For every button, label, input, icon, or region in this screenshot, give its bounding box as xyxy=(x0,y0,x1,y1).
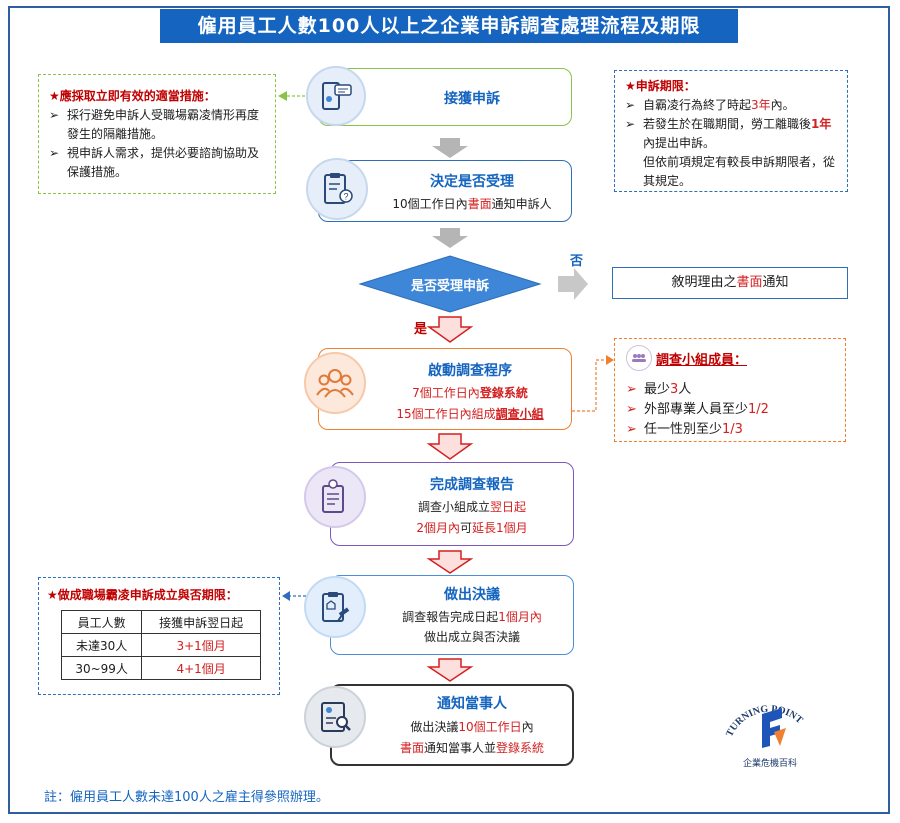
outer-frame xyxy=(8,6,890,814)
panel-members-box xyxy=(614,338,846,442)
group-icon xyxy=(304,352,366,414)
panel-members-list: ➢最少3人 ➢外部專業人員至少1/2 ➢任一性別至少1/3 xyxy=(626,382,769,437)
step-receive-title: 接獲申訴 xyxy=(444,91,500,107)
phone-chat-icon xyxy=(306,66,366,126)
svg-text:?: ? xyxy=(344,192,349,202)
arrow-start-to-report xyxy=(426,433,474,460)
reject-notice-box: 敘明理由之書面通知 xyxy=(612,267,848,299)
left-note-item: ➢視申訴人需求，提供必要諮詢協助及保護措施。 xyxy=(49,146,260,179)
right-note-box: ★申訴期限： ➢自霸凌行為終了時起3年內。 ➢若發生於在職期間，勞工離職後1年內… xyxy=(614,70,848,192)
step-notify-line1: 做出決議10個工作日內 xyxy=(410,720,534,734)
page-title: 僱用員工人數100人以上之企業申訴調查處理流程及期限 xyxy=(160,9,738,43)
step-resolve-box xyxy=(330,575,574,655)
step-notify-title: 通知當事人 xyxy=(437,696,507,712)
clipboard-gavel-icon xyxy=(304,576,366,638)
arrow-report-to-resolve xyxy=(426,550,474,574)
left-note-list: ➢採行避免申訴人受職場霸凌情形再度發生的隔離措施。 ➢視申訴人需求，提供必要諮詢… xyxy=(49,106,265,182)
decision-diamond xyxy=(358,255,542,313)
footnote: 註：僱用員工人數未達100人之雇主得參照辦理。 xyxy=(44,790,329,805)
clipboard-question-icon: ? xyxy=(306,158,368,220)
deadline-table-head: ★做成職場霸凌申訴成立與否期限： xyxy=(47,588,238,602)
people-small-icon xyxy=(626,345,652,371)
step-notify-box xyxy=(330,684,574,766)
step-resolve-line2: 做出成立與否決議 xyxy=(423,630,520,644)
decision-no-label: 否 xyxy=(570,254,584,269)
step-start-title: 啟動調查程序 xyxy=(428,363,512,379)
left-note-head: ★應採取立即有效的適當措施： xyxy=(49,89,216,103)
decision-yes-label: 是 xyxy=(414,322,428,337)
decision-label: 是否受理申訴 xyxy=(410,279,489,294)
person-search-icon xyxy=(304,686,366,748)
right-note-list: ➢自霸凌行為終了時起3年內。 ➢若發生於在職期間，勞工離職後1年內提出申訴。 xyxy=(625,98,832,150)
turning-point-logo: TURNING POINT 企業危機百科 xyxy=(720,686,820,772)
right-note-tail: 但依前項規定有較長申訴期限者，從其規定。 xyxy=(643,155,836,188)
arrow-receive-to-decide xyxy=(432,138,468,158)
arrow-decide-to-decision xyxy=(432,228,468,248)
step-report-title: 完成調查報告 xyxy=(430,477,514,493)
step-decide-line: 10個工作日內書面通知申訴人 xyxy=(392,197,552,211)
step-notify-line2: 書面通知當事人並登錄系統 xyxy=(399,741,545,755)
step-report-box xyxy=(330,462,574,546)
document-pen-icon xyxy=(304,466,366,528)
left-note-box: ★應採取立即有效的適當措施： ➢採行避免申訴人受職場霸凌情形再度發生的隔離措施。… xyxy=(38,74,276,194)
arrow-decision-to-start xyxy=(426,316,474,343)
step-resolve-title: 做出決議 xyxy=(444,587,500,603)
arrow-resolve-to-notify xyxy=(426,658,474,682)
right-note-head: ★申訴期限： xyxy=(625,79,696,93)
deadline-table: 員工人數 接獲申訴翌日起 未達30人 3+1個月 30~99人 4+1個月 xyxy=(60,610,261,680)
step-start-line2: 15個工作日內組成調查小組 xyxy=(396,407,544,421)
step-report-line2: 2個月內可延長1個月 xyxy=(416,521,528,535)
svg-text:企業危機百科: 企業危機百科 xyxy=(743,757,797,768)
panel-members-head: 調查小組成員： xyxy=(656,353,748,368)
left-note-item: ➢採行避免申訴人受職場霸凌情形再度發生的隔離措施。 xyxy=(49,108,260,141)
deadline-table-box: ★做成職場霸凌申訴成立與否期限： 員工人數 接獲申訴翌日起 未達30人 3+1個… xyxy=(38,577,280,695)
step-resolve-line1: 調查報告完成日起1個月內 xyxy=(402,610,542,624)
table-header-cell: 接獲申訴翌日起 xyxy=(141,610,261,634)
table-header-cell: 員工人數 xyxy=(60,610,143,634)
step-decide-title: 決定是否受理 xyxy=(430,174,514,190)
step-start-line1: 7個工作日內登錄系統 xyxy=(412,386,528,400)
table-row: 30~99人 4+1個月 xyxy=(60,656,261,680)
step-report-line1: 調查小組成立翌日起 xyxy=(417,500,527,514)
arrow-decision-to-reject xyxy=(558,268,588,300)
table-row: 未達30人 3+1個月 xyxy=(60,633,261,657)
